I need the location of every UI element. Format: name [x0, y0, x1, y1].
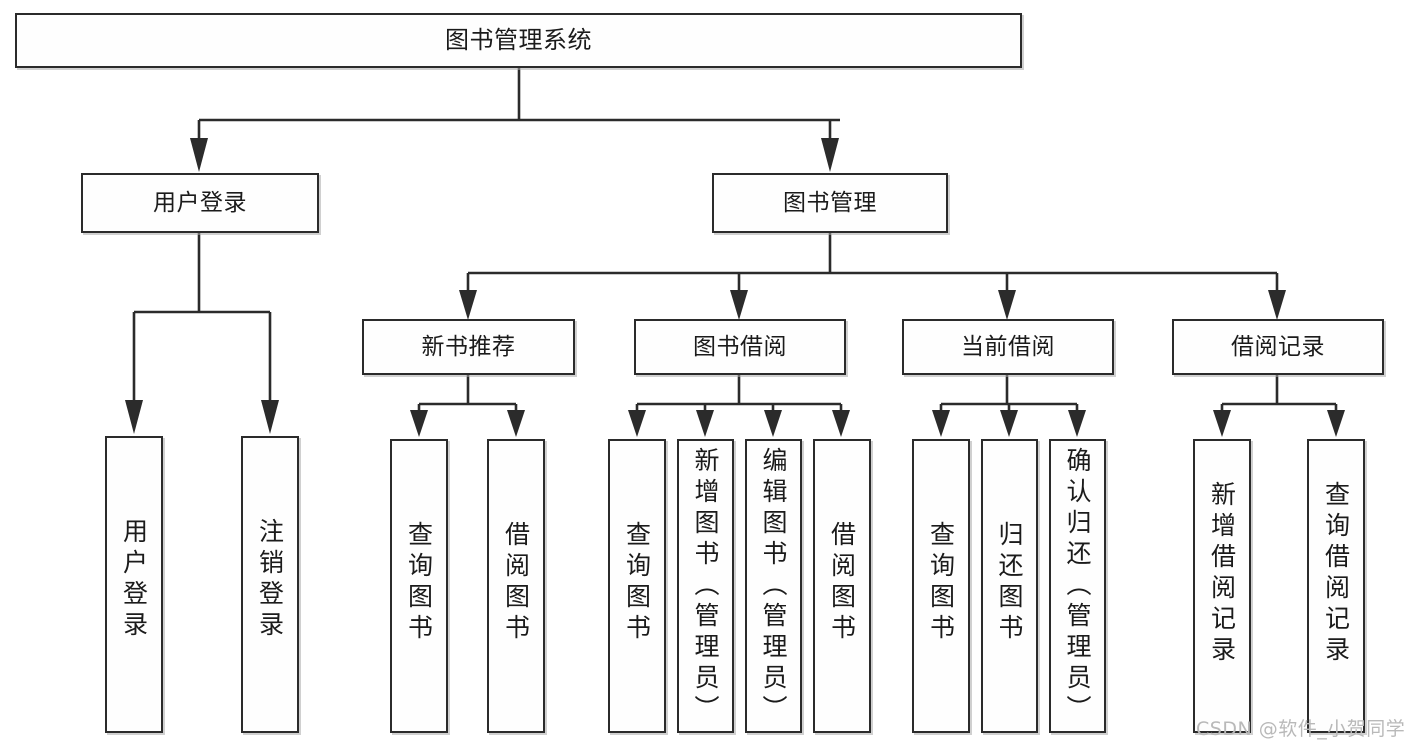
node-leaf-edit-book-admin-label: 编辑图书（管理员）: [759, 447, 788, 726]
arrowhead-leaf9: [932, 410, 950, 437]
node-leaf-query-borrow-record-label: 查询借阅记录: [1321, 481, 1351, 667]
node-leaf-borrow-book-2[interactable]: 借阅图书: [813, 439, 871, 733]
arrowhead-record: [1268, 290, 1286, 320]
node-leaf-confirm-return-admin-label: 确认归还（管理员）: [1063, 447, 1092, 726]
node-leaf-query-book-1-label: 查询图书: [404, 521, 434, 645]
node-book-management[interactable]: 图书管理: [712, 173, 948, 233]
node-new-book-recommend-label: 新书推荐: [421, 333, 516, 360]
node-book-borrow-label: 图书借阅: [693, 333, 787, 360]
node-leaf-user-login-label: 用户登录: [119, 518, 149, 642]
node-user-login-label: 用户登录: [153, 189, 247, 216]
node-book-management-label: 图书管理: [783, 189, 877, 216]
arrowhead-current: [998, 290, 1016, 320]
node-user-login[interactable]: 用户登录: [81, 173, 319, 233]
arrowhead-borrow: [730, 290, 748, 320]
arrowhead-bookmgmt: [821, 138, 839, 172]
arrowhead-leaf5: [628, 410, 646, 437]
arrowhead-leaf11: [1068, 410, 1086, 437]
node-leaf-query-borrow-record[interactable]: 查询借阅记录: [1307, 439, 1365, 733]
arrowhead-login: [190, 138, 208, 172]
node-leaf-query-book-2-label: 查询图书: [622, 521, 652, 645]
arrowhead-leaf13: [1327, 410, 1345, 437]
arrowhead-newbook: [459, 290, 477, 320]
node-leaf-return-book[interactable]: 归还图书: [981, 439, 1038, 733]
node-borrow-record-label: 借阅记录: [1231, 333, 1325, 360]
arrowhead-leaf2: [261, 400, 279, 434]
node-leaf-query-book-1[interactable]: 查询图书: [390, 439, 448, 733]
arrowhead-leaf10: [1000, 410, 1018, 437]
arrowhead-leaf12: [1213, 410, 1231, 437]
node-leaf-query-book-3-label: 查询图书: [926, 521, 956, 645]
arrowhead-leaf1: [125, 400, 143, 434]
node-leaf-return-book-label: 归还图书: [995, 521, 1024, 645]
node-leaf-borrow-book-2-label: 借阅图书: [827, 521, 857, 645]
node-root[interactable]: 图书管理系统: [15, 13, 1022, 68]
node-book-borrow[interactable]: 图书借阅: [634, 319, 846, 375]
node-leaf-confirm-return-admin[interactable]: 确认归还（管理员）: [1049, 439, 1106, 733]
csdn-watermark: CSDN @软件_小贺同学: [1196, 718, 1405, 740]
node-leaf-edit-book-admin[interactable]: 编辑图书（管理员）: [745, 439, 802, 733]
arrowhead-leaf4: [507, 410, 525, 437]
node-leaf-logout-label: 注销登录: [255, 518, 285, 642]
node-leaf-query-book-3[interactable]: 查询图书: [912, 439, 970, 733]
node-current-borrow[interactable]: 当前借阅: [902, 319, 1114, 375]
arrowhead-leaf7: [764, 410, 782, 437]
node-leaf-add-book-admin-label: 新增图书（管理员）: [691, 447, 720, 726]
node-borrow-record[interactable]: 借阅记录: [1172, 319, 1384, 375]
node-leaf-logout[interactable]: 注销登录: [241, 436, 299, 733]
node-new-book-recommend[interactable]: 新书推荐: [362, 319, 575, 375]
node-current-borrow-label: 当前借阅: [961, 333, 1055, 360]
node-leaf-borrow-book-1-label: 借阅图书: [501, 521, 531, 645]
arrowhead-leaf8: [832, 410, 850, 437]
node-leaf-user-login[interactable]: 用户登录: [105, 436, 163, 733]
node-leaf-add-book-admin[interactable]: 新增图书（管理员）: [677, 439, 734, 733]
node-leaf-borrow-book-1[interactable]: 借阅图书: [487, 439, 545, 733]
arrowhead-leaf6: [696, 410, 714, 437]
node-leaf-query-book-2[interactable]: 查询图书: [608, 439, 666, 733]
node-leaf-add-borrow-record-label: 新增借阅记录: [1207, 481, 1237, 667]
arrowhead-leaf3: [410, 410, 428, 437]
node-leaf-add-borrow-record[interactable]: 新增借阅记录: [1193, 439, 1251, 733]
node-root-label: 图书管理系统: [445, 25, 592, 54]
